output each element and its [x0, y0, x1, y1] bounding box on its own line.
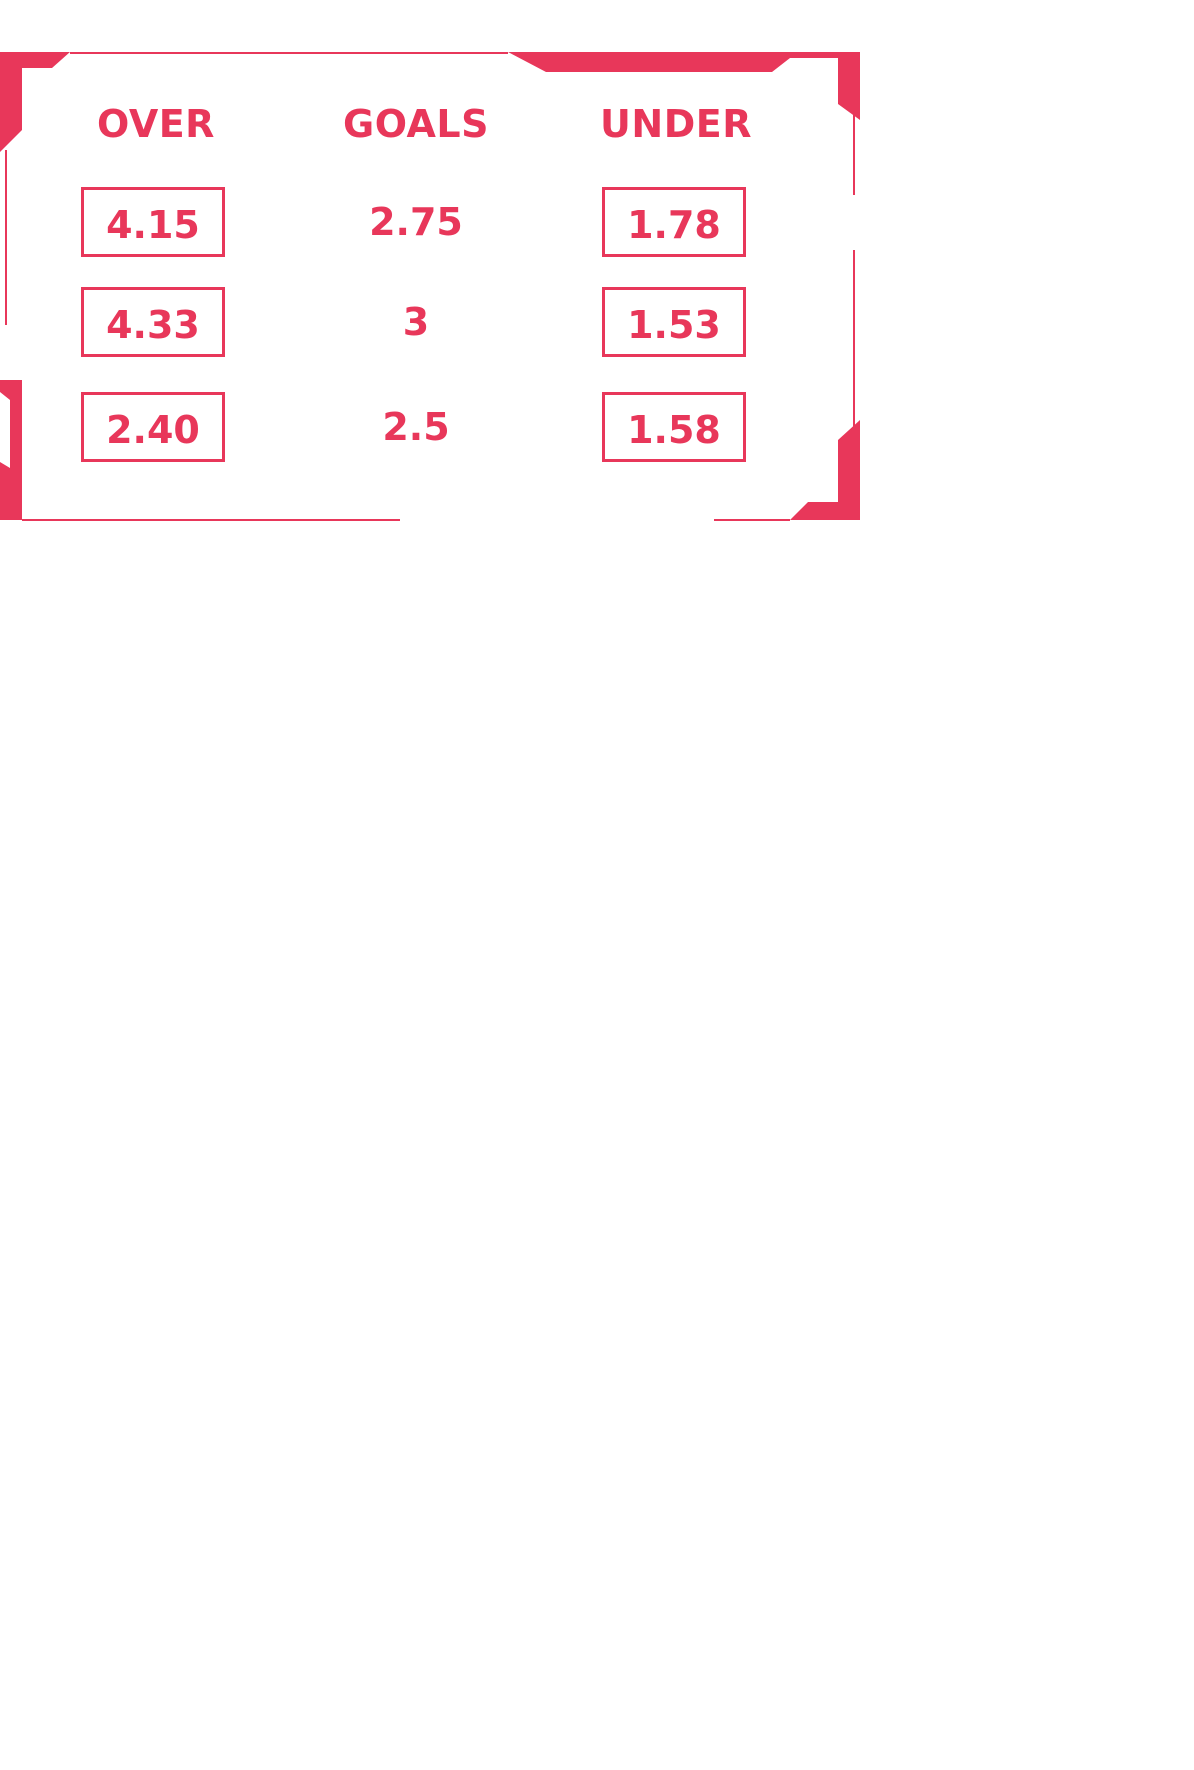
frame-corner-bottom-left — [0, 380, 22, 520]
over-odds-button[interactable]: 4.33 — [81, 287, 225, 357]
header-over: OVER — [97, 102, 215, 146]
header-goals: GOALS — [343, 102, 489, 146]
goals-line-value: 3 — [402, 300, 430, 344]
frame-corner-top-right — [838, 52, 860, 120]
over-under-odds-widget: OVER GOALS UNDER 4.15 2.75 1.78 4.33 3 1… — [0, 0, 860, 525]
decorative-frame — [0, 52, 860, 521]
under-odds-button[interactable]: 1.78 — [602, 187, 746, 257]
goals-line-value: 2.75 — [369, 200, 463, 244]
frame-corner-top-left — [0, 52, 70, 152]
over-odds-button[interactable]: 2.40 — [81, 392, 225, 462]
header-under: UNDER — [600, 102, 752, 146]
frame-corner-bottom-right — [790, 420, 860, 520]
goals-line-value: 2.5 — [382, 405, 450, 449]
under-odds-button[interactable]: 1.58 — [602, 392, 746, 462]
frame-top-tab — [508, 52, 854, 72]
under-odds-button[interactable]: 1.53 — [602, 287, 746, 357]
over-odds-button[interactable]: 4.15 — [81, 187, 225, 257]
